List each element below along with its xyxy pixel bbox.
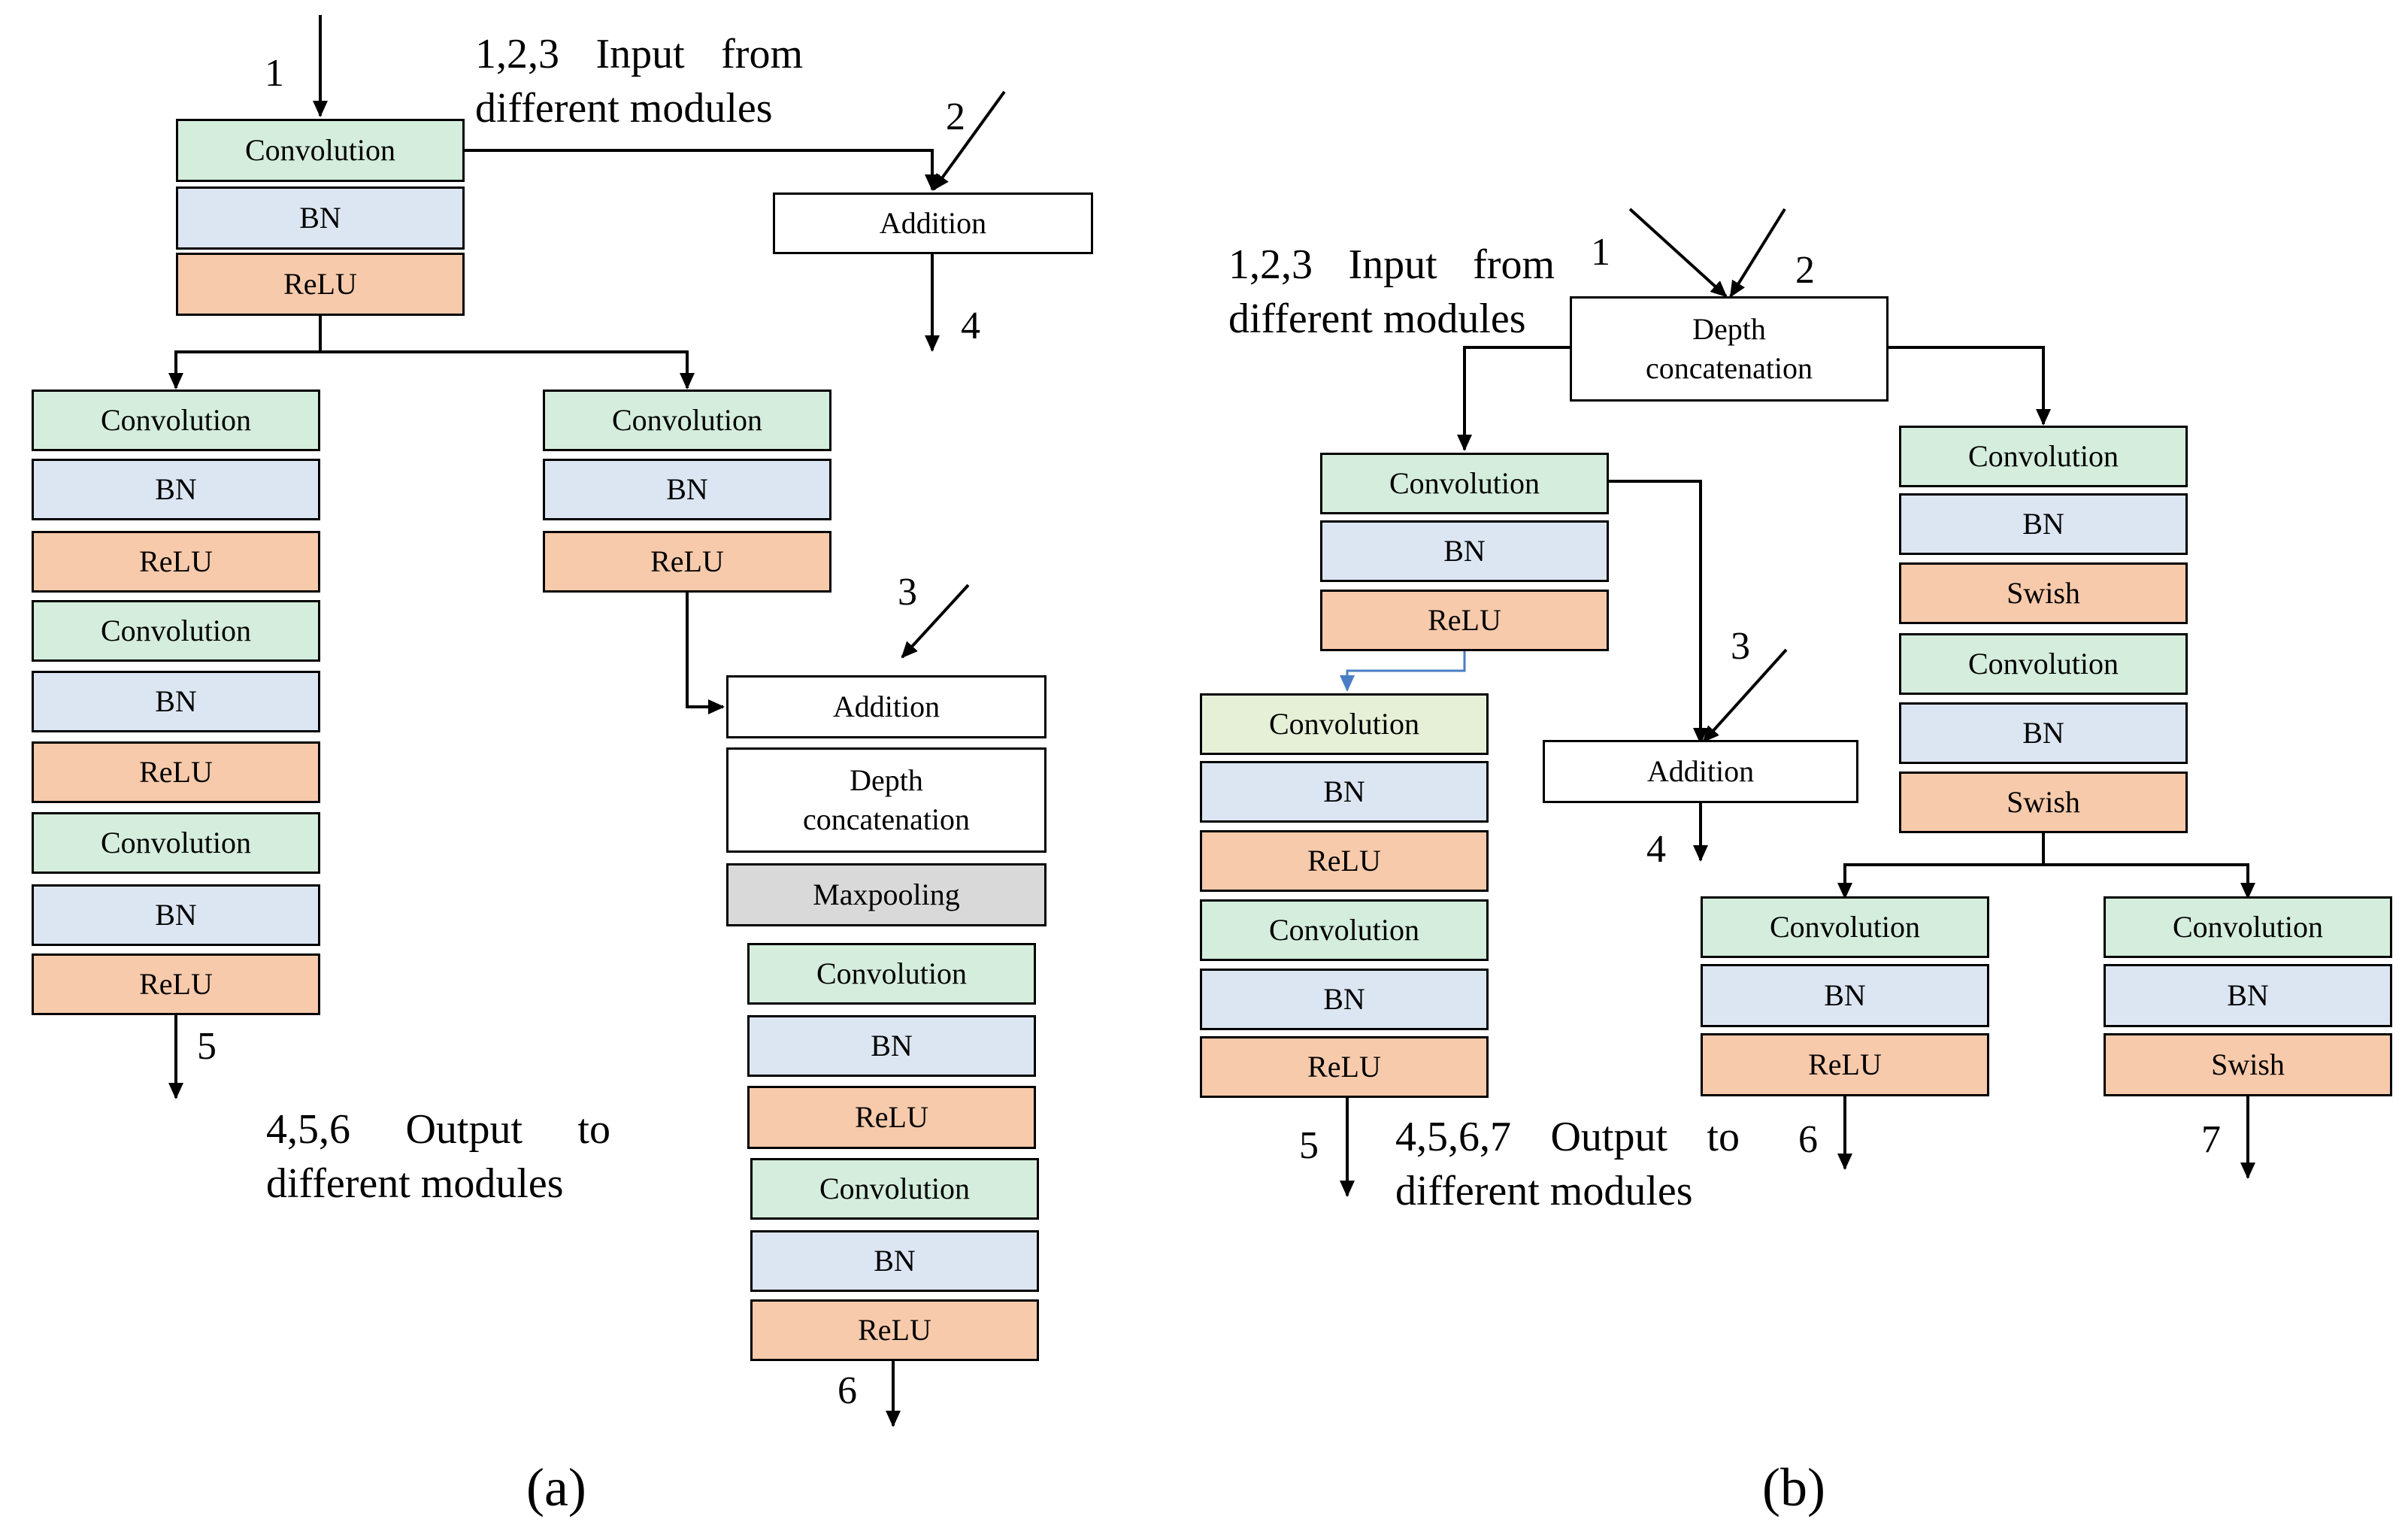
panel-caption-a: (a) xyxy=(526,1457,586,1517)
input-note-line2-a: different modules xyxy=(475,85,773,132)
bn-block-top-a: BN xyxy=(176,186,465,250)
depth-concat-line1: Depth xyxy=(850,763,923,797)
branch-right-b xyxy=(1843,863,2249,899)
input-note-b: 1,2,3 Input from different modules xyxy=(1228,238,1555,346)
depth-concat-line1-b: Depth xyxy=(1692,312,1766,346)
conv-block-top-a: Convolution xyxy=(176,119,465,182)
bn-block-left1-b: BN xyxy=(1200,761,1489,823)
conv-block-left2-a: Convolution xyxy=(32,600,320,662)
panel-caption-b: (b) xyxy=(1762,1457,1825,1517)
input-3-arrow-b xyxy=(1702,648,1788,743)
relu-block-right1-a: ReLU xyxy=(747,1086,1036,1149)
depth-concat-line2-b: concatenation xyxy=(1645,351,1813,385)
conv-block-right1-a: Convolution xyxy=(747,943,1036,1005)
bn-block-left1-a: BN xyxy=(32,459,320,520)
bn-block-right2-b: BN xyxy=(1899,702,2188,764)
input-label-2-b: 2 xyxy=(1795,249,1815,292)
addition-block-top-a: Addition xyxy=(773,193,1093,254)
output-note-line1-a: 4,5,6 Output to xyxy=(266,1106,610,1153)
bn-block-bottom-mid-b: BN xyxy=(1701,964,1989,1027)
conv-block-right2-b: Convolution xyxy=(1899,633,2188,695)
input-2-arrow-a xyxy=(932,90,1006,191)
relu-to-conv-highlight-b xyxy=(1340,651,1466,692)
output-note-line1-b: 4,5,6,7 Output to xyxy=(1395,1114,1740,1160)
branch-left-a xyxy=(174,350,689,385)
relu-block-mid-b: ReLU xyxy=(1320,590,1609,651)
relu-block-left1-b: ReLU xyxy=(1200,830,1489,892)
bn-block-bottom-right-b: BN xyxy=(2104,964,2392,1027)
depth-concat-line2: concatenation xyxy=(802,802,971,836)
concat-to-left-b xyxy=(1457,346,1570,451)
input-label-3-a: 3 xyxy=(898,571,917,614)
conv-block-left2-b: Convolution xyxy=(1200,899,1489,961)
input-label-1-a: 1 xyxy=(265,52,284,95)
conv-block-left3-a: Convolution xyxy=(32,812,320,874)
output-note-line2-a: different modules xyxy=(266,1160,564,1207)
swish-block-right2-b: Swish xyxy=(1899,772,2188,833)
relu-block-mid-a: ReLU xyxy=(543,531,831,593)
relu-block-bottom-mid-b: ReLU xyxy=(1701,1033,1989,1096)
output-label-4-b: 4 xyxy=(1646,828,1666,871)
maxpooling-block-a: Maxpooling xyxy=(726,863,1046,926)
concat-to-right-b xyxy=(1884,346,2051,426)
output-note-b: 4,5,6,7 Output to different modules xyxy=(1395,1110,1740,1218)
bn-block-right1-a: BN xyxy=(747,1015,1036,1077)
conv-block-right1-b: Convolution xyxy=(1899,426,2188,487)
bn-block-left2-a: BN xyxy=(32,671,320,732)
conv-block-right2-a: Convolution xyxy=(750,1158,1039,1220)
bn-block-left3-a: BN xyxy=(32,884,320,946)
relu-block-left2-a: ReLU xyxy=(32,741,320,803)
relu-to-addition-a xyxy=(686,593,725,714)
bn-block-right1-b: BN xyxy=(1899,493,2188,555)
output-note-a: 4,5,6 Output to different modules xyxy=(266,1102,610,1211)
output-note-line2-b: different modules xyxy=(1395,1168,1693,1214)
input-2-arrow-b xyxy=(1729,208,1786,298)
conv-block-bottom-mid-b: Convolution xyxy=(1701,896,1989,958)
output-label-6-a: 6 xyxy=(837,1369,857,1412)
depth-concat-block-a: Depth concatenation xyxy=(726,747,1046,853)
relu-block-left3-a: ReLU xyxy=(32,953,320,1015)
depth-concat-block-b: Depth concatenation xyxy=(1570,296,1889,402)
relu-block-right2-a: ReLU xyxy=(750,1299,1039,1361)
relu-block-left2-b: ReLU xyxy=(1200,1036,1489,1098)
input-1-arrow-b xyxy=(1628,208,1728,298)
input-note-line1-b: 1,2,3 Input from xyxy=(1228,241,1555,288)
conv-to-addition-b xyxy=(1609,480,1708,744)
relu-block-top-a: ReLU xyxy=(176,253,465,316)
conv-block-mid-b: Convolution xyxy=(1320,453,1609,514)
input-label-1-b: 1 xyxy=(1591,231,1610,274)
conv-block-left1-b: Convolution xyxy=(1200,693,1489,755)
output-label-5-b: 5 xyxy=(1299,1124,1319,1167)
input-label-2-a: 2 xyxy=(946,95,965,138)
addition-block-right-a: Addition xyxy=(726,675,1046,738)
input-3-arrow-a xyxy=(901,584,970,659)
bn-block-mid-b: BN xyxy=(1320,520,1609,582)
input-note-a: 1,2,3 Input from different modules xyxy=(475,27,803,135)
conv-block-left1-a: Convolution xyxy=(32,390,320,451)
swish-block-bottom-right-b: Swish xyxy=(2104,1033,2392,1096)
relu-block-left1-a: ReLU xyxy=(32,531,320,593)
skip-to-addition-a xyxy=(465,149,940,191)
input-label-3-b: 3 xyxy=(1731,625,1750,668)
output-label-5-a: 5 xyxy=(197,1025,217,1068)
conv-block-mid-a: Convolution xyxy=(543,390,831,451)
bn-block-mid-a: BN xyxy=(543,459,831,520)
input-note-line1-a: 1,2,3 Input from xyxy=(475,31,803,77)
conv-block-bottom-right-b: Convolution xyxy=(2104,896,2392,958)
output-label-7-b: 7 xyxy=(2201,1118,2221,1161)
output-label-6-b: 6 xyxy=(1798,1118,1818,1161)
bn-block-left2-b: BN xyxy=(1200,969,1489,1030)
output-label-4-a: 4 xyxy=(961,305,980,347)
swish-block-right1-b: Swish xyxy=(1899,562,2188,624)
input-note-line2-b: different modules xyxy=(1228,296,1526,342)
addition-block-b: Addition xyxy=(1543,740,1858,803)
bn-block-right2-a: BN xyxy=(750,1230,1039,1292)
